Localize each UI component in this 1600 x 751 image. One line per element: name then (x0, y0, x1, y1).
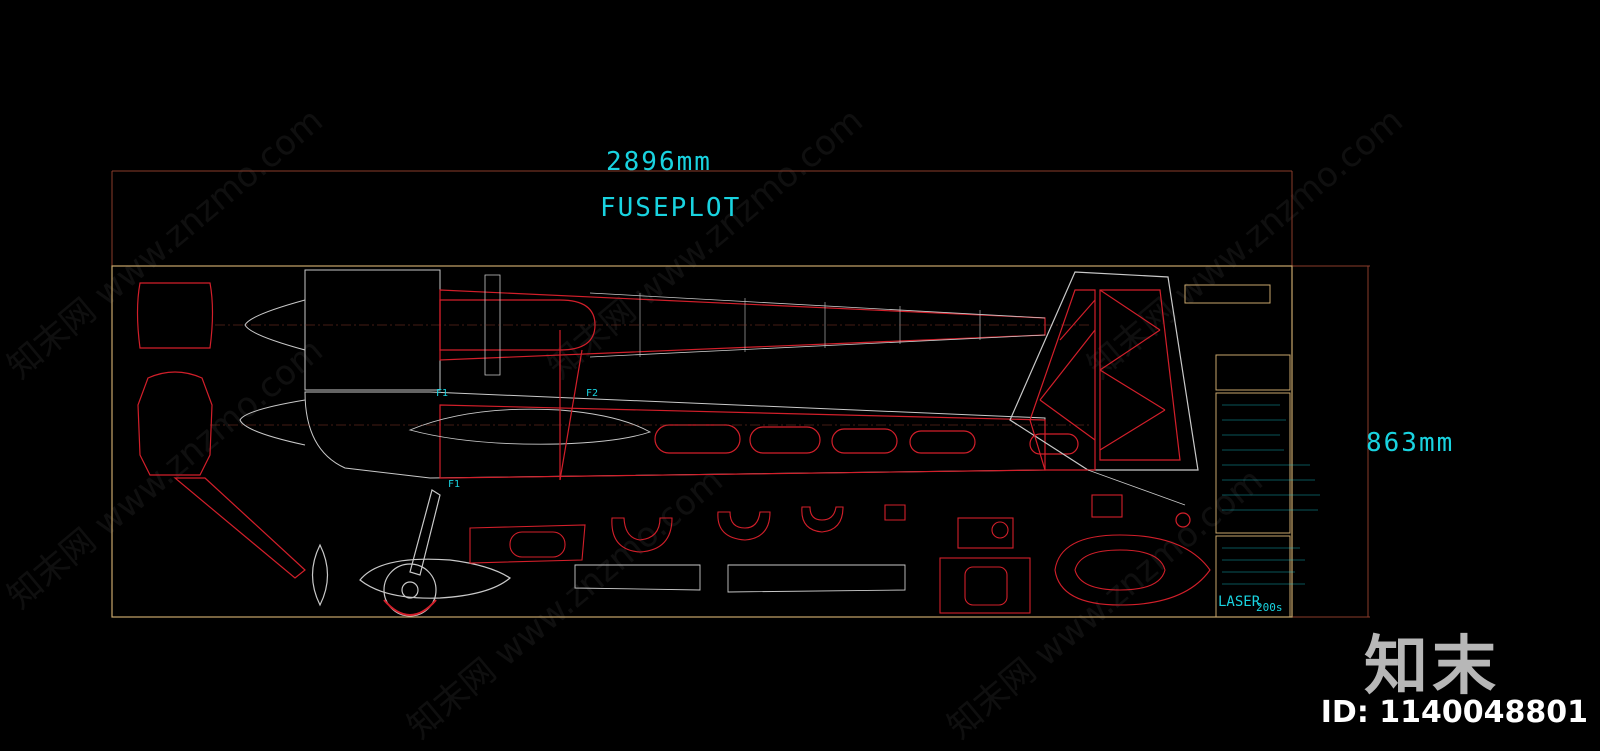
dimension-lines (111, 170, 1370, 618)
height-dimension-label: 863mm (1366, 428, 1454, 458)
stab-parts (574, 564, 906, 593)
brand-logo: 知末 (1364, 630, 1500, 704)
former-label-f2: F2 (586, 388, 598, 399)
watermark-text: 知末网 www.znzmo.com (0, 100, 331, 386)
former-profiles (136, 282, 306, 579)
brand-id: ID: 1140048801 (1320, 695, 1588, 730)
detail-parts (469, 494, 1211, 614)
landing-gear (311, 489, 512, 617)
vertical-fin (1009, 271, 1199, 528)
length-dimension-label: 2896mm (606, 147, 712, 177)
former-label-f1-side: F1 (448, 479, 460, 490)
aircraft-name: LASER (1218, 594, 1261, 610)
fuselage-side-view (210, 330, 1090, 481)
watermark-text: 知末网 www.znzmo.com (1080, 100, 1411, 386)
watermark-text: 知末网 www.znzmo.com (0, 330, 331, 616)
watermark-text: 知末网 www.znzmo.com (400, 460, 731, 746)
sheet-border (111, 265, 1293, 618)
aircraft-model: 200s (1256, 601, 1283, 614)
notes-lines (1222, 404, 1320, 585)
fuselage-top-view (215, 269, 1090, 391)
title-block (1184, 284, 1291, 618)
drawing-title: FUSEPLOT (600, 193, 741, 223)
former-label-f1: F1 (436, 388, 448, 399)
